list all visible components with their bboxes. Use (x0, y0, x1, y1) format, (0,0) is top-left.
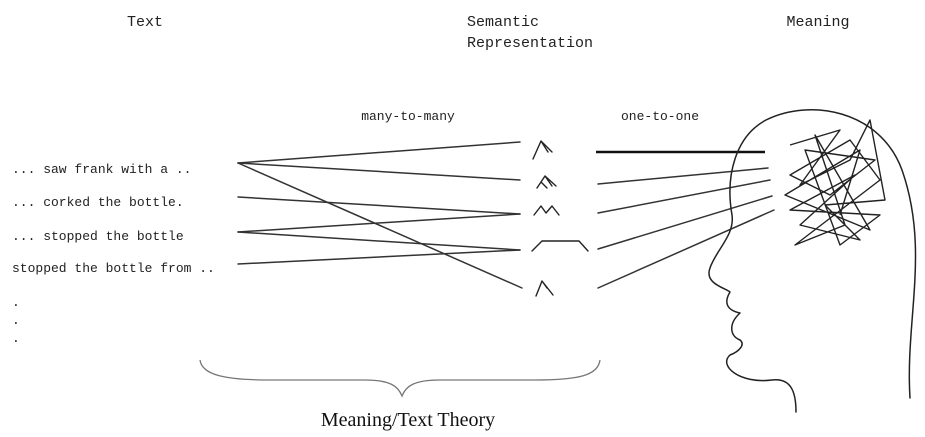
ellipsis-dot: . (12, 313, 20, 328)
link-line (597, 179, 771, 214)
brain-scribble-meaning (784, 119, 886, 246)
semantic-structure-icon (532, 140, 553, 160)
semantic-structure-icon (535, 280, 554, 297)
phrase-stopped-bottle-from: stopped the bottle from .. (12, 261, 215, 276)
link-line (237, 213, 521, 233)
link-line (597, 195, 773, 250)
footer-title: Meaning/Text Theory (321, 409, 495, 431)
semantic-structure-icon (536, 175, 557, 189)
ellipsis-dot: . (12, 295, 20, 310)
header-text: Text (127, 14, 163, 31)
link-line (237, 196, 521, 215)
link-line (237, 162, 523, 289)
semantic-structure-icon (533, 205, 560, 216)
header-representation: Representation (467, 35, 593, 52)
link-line (597, 209, 775, 289)
link-line (237, 231, 521, 251)
header-meaning: Meaning (786, 14, 849, 31)
ellipsis-dot: . (12, 331, 20, 346)
label-many-to-many: many-to-many (361, 109, 455, 124)
phrase-corked-bottle: ... corked the bottle. (12, 195, 184, 210)
link-line (597, 167, 769, 185)
link-line (237, 162, 521, 181)
semantic-structures (531, 140, 589, 297)
theory-scope-brace (199, 359, 601, 398)
link-line (237, 141, 521, 164)
semantic-structure-icon (531, 240, 589, 252)
many-to-many-links (237, 141, 523, 289)
one-to-one-links (596, 150, 775, 289)
phrase-stopped-bottle: ... stopped the bottle (12, 229, 184, 244)
header-semantic: Semantic (467, 14, 539, 31)
label-one-to-one: one-to-one (621, 109, 699, 124)
head-profile-outline (708, 109, 917, 413)
phrase-saw-frank: ... saw frank with a .. (12, 162, 191, 177)
link-line (237, 249, 521, 265)
